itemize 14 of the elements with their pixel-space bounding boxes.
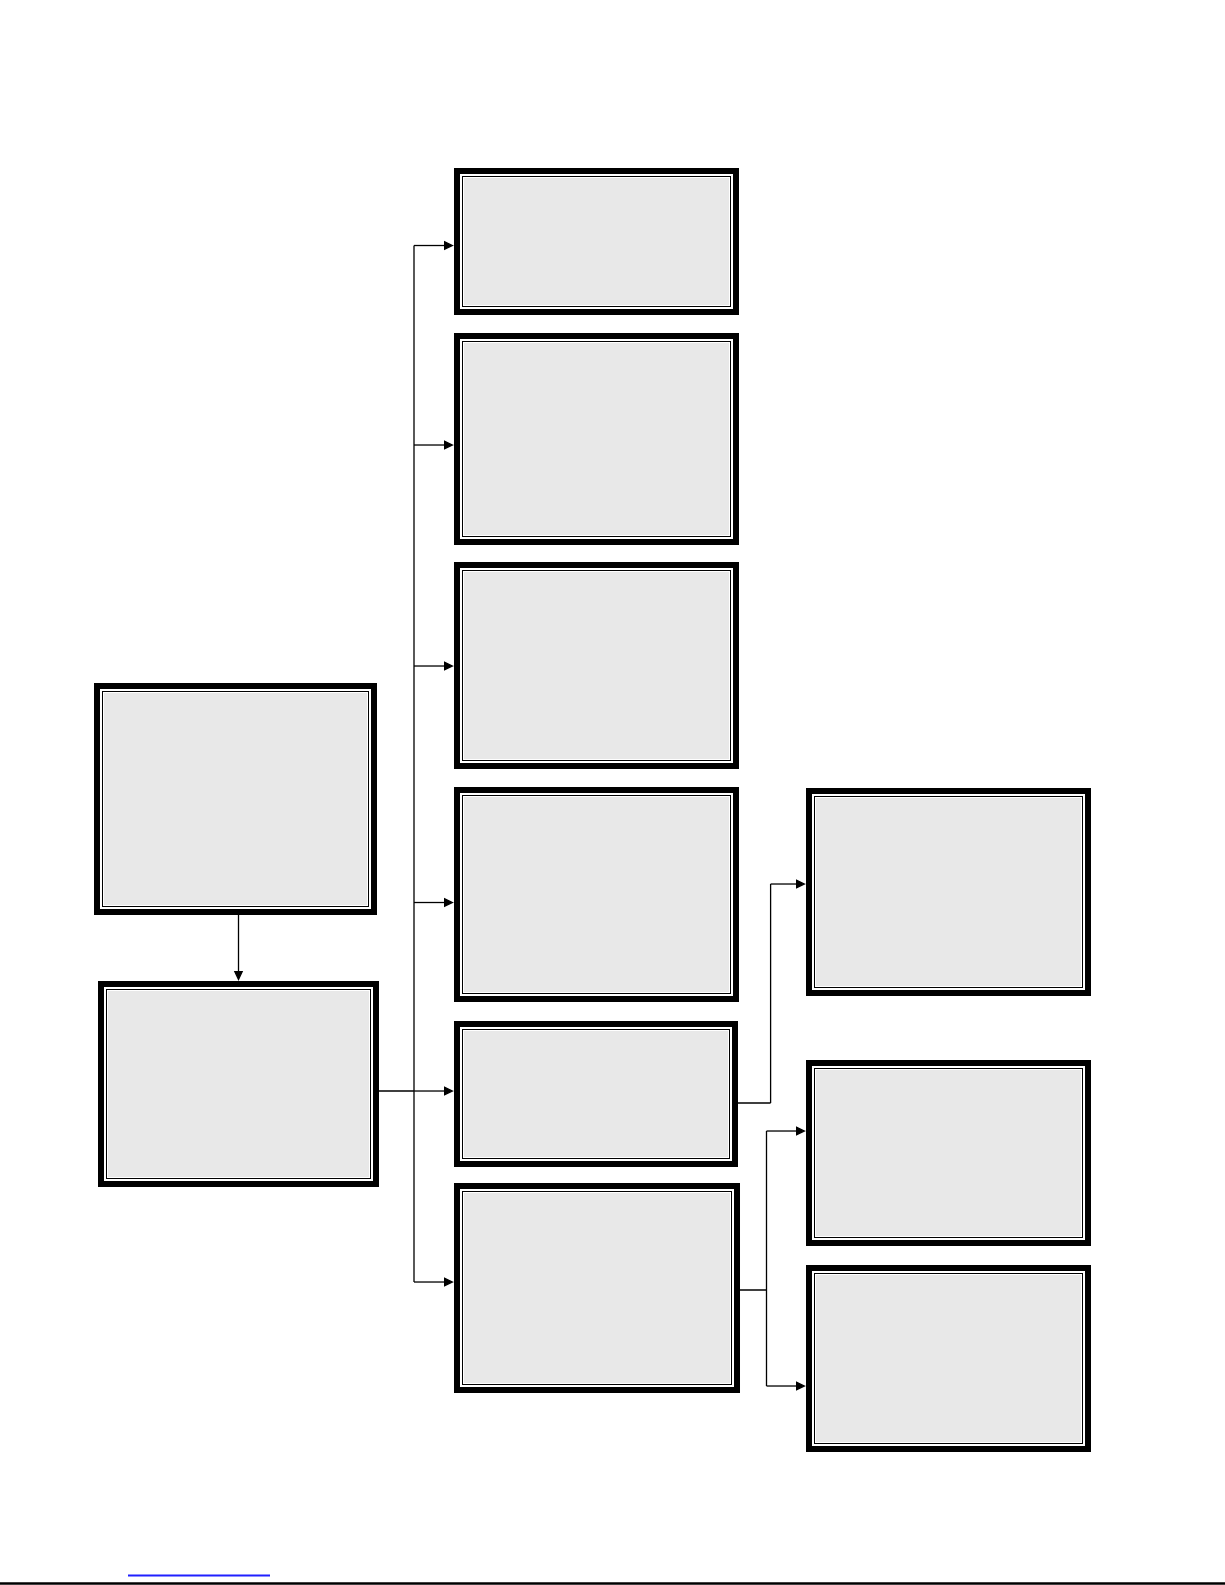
empty-box <box>454 1021 738 1167</box>
empty-box <box>94 683 377 915</box>
empty-box <box>806 788 1091 996</box>
arrow <box>737 879 806 1104</box>
empty-box <box>454 562 739 769</box>
empty-box <box>98 981 379 1187</box>
empty-box <box>454 168 739 315</box>
empty-box <box>454 787 739 1002</box>
empty-box <box>454 1183 740 1393</box>
empty-box <box>806 1060 1091 1246</box>
empty-box <box>806 1265 1091 1452</box>
arrow <box>378 240 454 1287</box>
empty-box <box>454 333 739 545</box>
arrow <box>739 1126 806 1391</box>
